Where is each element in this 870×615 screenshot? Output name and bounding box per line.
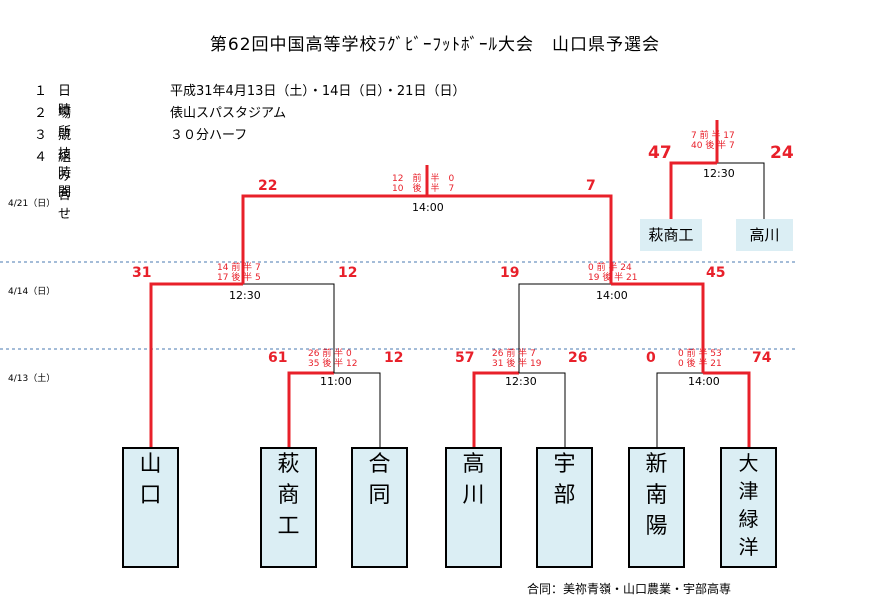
team-box-godo: 合 同 [351, 447, 408, 568]
bracket-line [518, 283, 611, 373]
score-left: 61 [268, 350, 288, 366]
score-left: 22 [258, 178, 278, 194]
combined-team-note: 合同：美祢青嶺・山口農業・宇部高専 [527, 582, 732, 596]
team-box-ube: 宇 部 [536, 447, 593, 568]
bracket-line [241, 194, 427, 284]
team-box-takagawa: 高 川 [445, 447, 502, 568]
score-left: 47 [648, 143, 672, 163]
bracket-line [472, 371, 519, 447]
bracket-line [287, 371, 334, 447]
score-right: 7 [586, 178, 596, 194]
team-box-shinnanyo: 新 南 陽 [628, 447, 685, 568]
match-time: 14:00 [688, 375, 720, 388]
match-time: 12:30 [703, 167, 735, 180]
score-left: 0 [646, 350, 656, 366]
bracket-line [427, 194, 613, 284]
team-box-otsuryokuyo: 大 津 緑 洋 [720, 447, 777, 568]
match-time: 12:30 [229, 289, 261, 302]
date-label-round3: 4/21（日） [8, 199, 56, 209]
match-time: 14:00 [596, 289, 628, 302]
score-right: 26 [568, 350, 588, 366]
bracket-line [717, 162, 765, 219]
date-label-round1: 4/13（土） [8, 374, 56, 384]
bracket-line [243, 283, 335, 373]
score-left: 57 [455, 350, 475, 366]
score-left: 19 [500, 265, 520, 281]
team-box-seed-right: 高川 [736, 219, 793, 251]
page-title: 第62回中国高等学校ﾗｸﾞﾋﾞｰﾌｯﾄﾎﾞｰﾙ大会 山口県予選会 [209, 35, 661, 55]
team-box-seed-left: 萩商工 [640, 219, 702, 251]
team-box-yamaguchi: 山 口 [122, 447, 179, 568]
score-left: 31 [132, 265, 152, 281]
half-scores: 7 前 半 17 40 後 半 7 [691, 131, 735, 151]
half-scores: 26 前 半 7 31 後 半 19 [492, 349, 542, 369]
bracket-line [669, 161, 717, 219]
date-label-round2: 4/14（日） [8, 287, 56, 297]
event-info: １ 日 時 平成31年4月13日（土）・14日（日）・21日（日） ２ 場 所 … [34, 84, 466, 222]
half-scores: 12 前 半 0 10 後 半 7 [392, 174, 455, 194]
score-right: 24 [770, 143, 794, 163]
score-right: 74 [752, 350, 772, 366]
match-time: 11:00 [320, 375, 352, 388]
score-right: 12 [338, 265, 358, 281]
bracket-line [703, 371, 751, 447]
score-right: 45 [706, 265, 726, 281]
bracket-line [611, 282, 705, 373]
bracket-line [519, 372, 566, 447]
match-time: 12:30 [505, 375, 537, 388]
half-scores: 26 前 半 0 35 後 半 12 [308, 349, 358, 369]
half-scores: 0 前 半 53 0 後 半 21 [678, 349, 722, 369]
team-box-hagishoko: 萩 商 工 [260, 447, 317, 568]
score-right: 12 [384, 350, 404, 366]
bracket-line [149, 282, 243, 447]
half-scores: 14 前 半 7 17 後 半 5 [217, 263, 261, 283]
bracket-line [656, 372, 703, 447]
bracket-line [334, 372, 381, 447]
match-time: 14:00 [412, 201, 444, 214]
half-scores: 0 前 半 24 19 後 半 21 [588, 263, 638, 283]
